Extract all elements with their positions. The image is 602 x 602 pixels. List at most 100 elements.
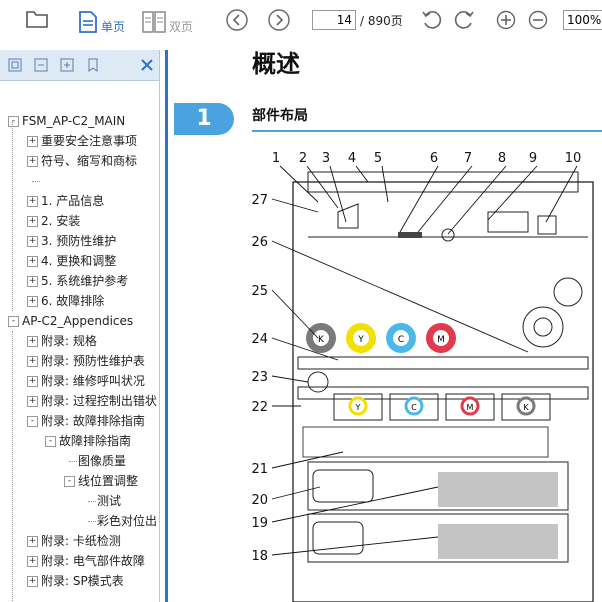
drawer-handle [312, 521, 364, 555]
outline-scrollbar[interactable] [160, 50, 168, 602]
collapse-all-icon[interactable] [34, 58, 48, 72]
expand-toggle-icon[interactable]: + [27, 256, 38, 267]
callout-line [271, 451, 344, 469]
toner-bottle-core [393, 330, 409, 346]
callout-line [399, 165, 439, 233]
tree-guide-line [12, 121, 13, 311]
single-page-button[interactable]: 单页 [78, 8, 125, 35]
scanner-roller [441, 228, 455, 242]
zoom-level-input[interactable] [563, 10, 602, 30]
callout-line [329, 165, 347, 223]
expand-toggle-icon[interactable]: + [27, 296, 38, 307]
expand-toggle-icon[interactable]: + [27, 276, 38, 287]
paper-stack-2 [438, 524, 558, 559]
callout-label-1: 1 [272, 151, 280, 166]
callout-line [279, 165, 319, 203]
add-bookmark-icon[interactable] [60, 58, 74, 72]
outline-item-label: 3. 预防性维护 [41, 234, 117, 248]
outline-item-label: 符号、缩写和商标 [41, 154, 138, 168]
outline-item-label: AP-C2_Appendices [22, 314, 134, 328]
collapse-toggle-icon[interactable]: - [27, 416, 38, 427]
callout-label-25: 25 [251, 284, 268, 299]
page-total: / 890页 [360, 14, 403, 28]
collapse-toggle-icon[interactable]: - [8, 116, 19, 127]
rotate-left-button[interactable] [421, 9, 443, 31]
outline-item-label: 测试 [97, 494, 122, 508]
outline-item-label: 附录: 维修呼叫状况 [41, 374, 145, 388]
drum-letter: C [411, 403, 417, 412]
outline-item-label: 1. 产品信息 [41, 194, 105, 208]
expand-toggle-icon[interactable]: + [27, 216, 38, 227]
expand-toggle-icon[interactable]: + [27, 556, 38, 567]
expand-toggle-icon[interactable]: + [27, 576, 38, 587]
zoom-in-button[interactable] [496, 10, 516, 30]
outline-item-label: 附录: 规格 [41, 334, 97, 348]
zoom-out-button[interactable] [528, 10, 548, 30]
bookmark-icon[interactable] [86, 58, 100, 72]
expand-toggle-icon[interactable]: + [27, 156, 38, 167]
callout-label-10: 10 [565, 151, 582, 166]
callout-label-19: 19 [251, 516, 268, 531]
expand-toggle-icon[interactable]: + [27, 336, 38, 347]
collapse-toggle-icon[interactable]: - [8, 316, 19, 327]
mirror-unit [487, 211, 529, 233]
toner-letter: K [318, 335, 325, 345]
expand-toggle-icon[interactable]: + [27, 136, 38, 147]
callout-label-21: 21 [251, 462, 268, 477]
callout-line [271, 337, 339, 361]
next-page-button[interactable] [268, 9, 290, 31]
outline-item-label: 线位置调整 [78, 474, 139, 488]
outline-item-label: 4. 更换和调整 [41, 254, 117, 268]
tree-guide-line [12, 331, 13, 601]
expand-toggle-icon[interactable]: + [27, 396, 38, 407]
drum-m [460, 396, 480, 416]
callout-label-4: 4 [348, 151, 356, 166]
section-title: 部件布局 [252, 108, 308, 124]
outline-item-label: 附录: 故障排除指南 [41, 414, 145, 428]
expand-toggle-icon[interactable]: + [27, 236, 38, 247]
callout-label-18: 18 [251, 549, 268, 564]
pcu-unit [389, 393, 439, 421]
expand-toggle-icon[interactable]: + [27, 196, 38, 207]
expand-toggle-icon[interactable]: + [27, 356, 38, 367]
callout-label-24: 24 [251, 332, 268, 347]
outline-item-label: 附录: 电气部件故障 [41, 554, 145, 568]
expand-toggle-icon[interactable]: + [27, 376, 38, 387]
outline-item-label: 图像质量 [78, 454, 127, 468]
double-page-icon [142, 10, 166, 33]
expand-toggle-icon[interactable]: + [27, 536, 38, 547]
outline-item-label: 重要安全注意事项 [41, 134, 138, 148]
lens-block [537, 215, 557, 235]
drum-c [404, 396, 424, 416]
close-icon[interactable] [140, 58, 154, 72]
double-page-button[interactable]: 双页 [142, 8, 193, 35]
drum-letter: Y [355, 403, 361, 412]
callout-line [271, 198, 319, 213]
toner-letter: Y [357, 335, 364, 345]
outline-item-label: 附录: SP模式表 [41, 574, 124, 588]
pcu-unit [501, 393, 551, 421]
toner-bottle-core [353, 330, 369, 346]
transfer-belt [297, 386, 589, 400]
adf-guide [337, 203, 359, 229]
callout-line [487, 165, 538, 221]
callout-line [271, 375, 309, 383]
toner-bottle-core [433, 330, 449, 346]
collapse-toggle-icon[interactable]: - [45, 436, 56, 447]
rotate-right-button[interactable] [453, 9, 475, 31]
prev-page-button[interactable] [226, 9, 248, 31]
panel-splitter[interactable] [165, 50, 168, 602]
outline-item-label: 2. 安装 [41, 214, 81, 228]
outline-item-label: 附录: 卡纸检测 [41, 534, 121, 548]
callout-label-23: 23 [251, 370, 268, 385]
callout-label-5: 5 [374, 151, 382, 166]
fusing-roller [522, 306, 564, 348]
outline-item-label: 附录: 预防性维护表 [41, 354, 145, 368]
open-folder-button[interactable] [26, 8, 48, 28]
toner-collection-bottle [312, 469, 374, 503]
collapse-toggle-icon[interactable]: - [64, 476, 75, 487]
expand-all-icon[interactable] [8, 58, 22, 72]
page-number-input[interactable] [312, 10, 356, 30]
